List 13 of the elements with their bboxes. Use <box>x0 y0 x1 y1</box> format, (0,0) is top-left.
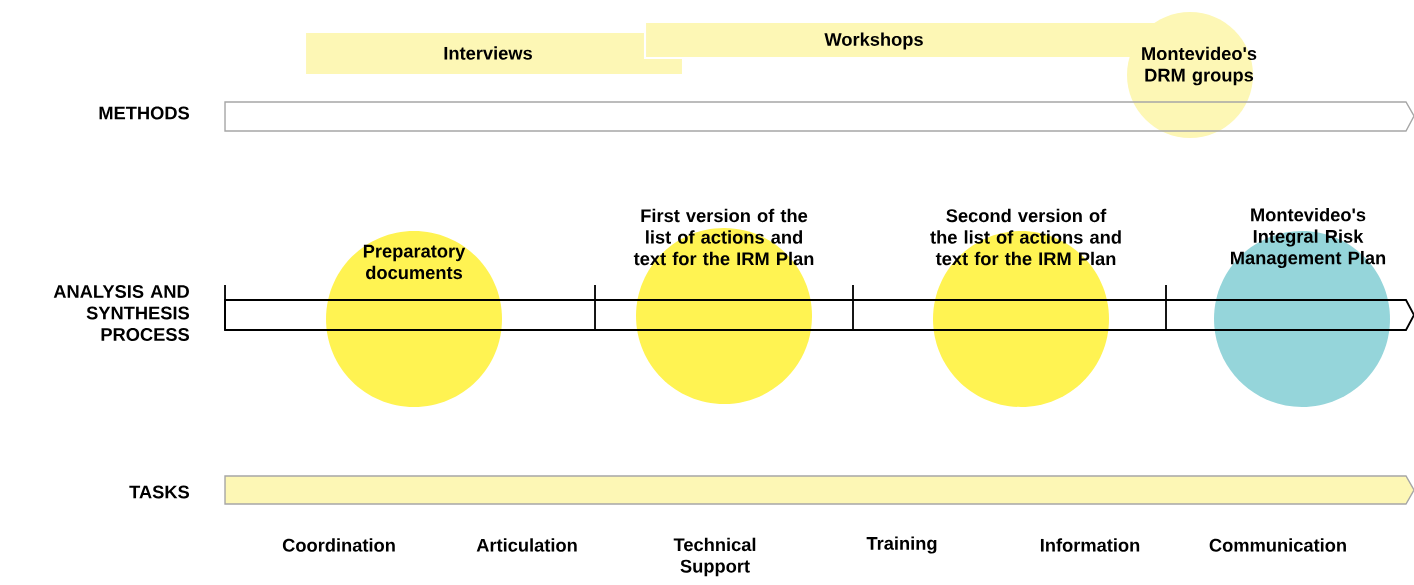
task-label: Technical Support <box>673 537 756 577</box>
task-label: Training <box>866 536 937 554</box>
row-label: ANALYSIS AND SYNTHESIS PROCESS <box>53 285 190 341</box>
row-label: TASKS <box>129 485 190 499</box>
node-label: Second version of <box>946 208 1107 223</box>
row-label: METHODS <box>99 106 190 120</box>
task-label: Coordination <box>282 538 395 552</box>
node-label: Montevideo's <box>1251 207 1366 222</box>
task-label: Communication <box>1209 538 1346 552</box>
task-label: Information <box>1040 538 1140 552</box>
node-label: First version of the <box>641 208 808 223</box>
method-band: Interviews <box>303 30 685 77</box>
task-label: Articulation <box>476 538 577 552</box>
